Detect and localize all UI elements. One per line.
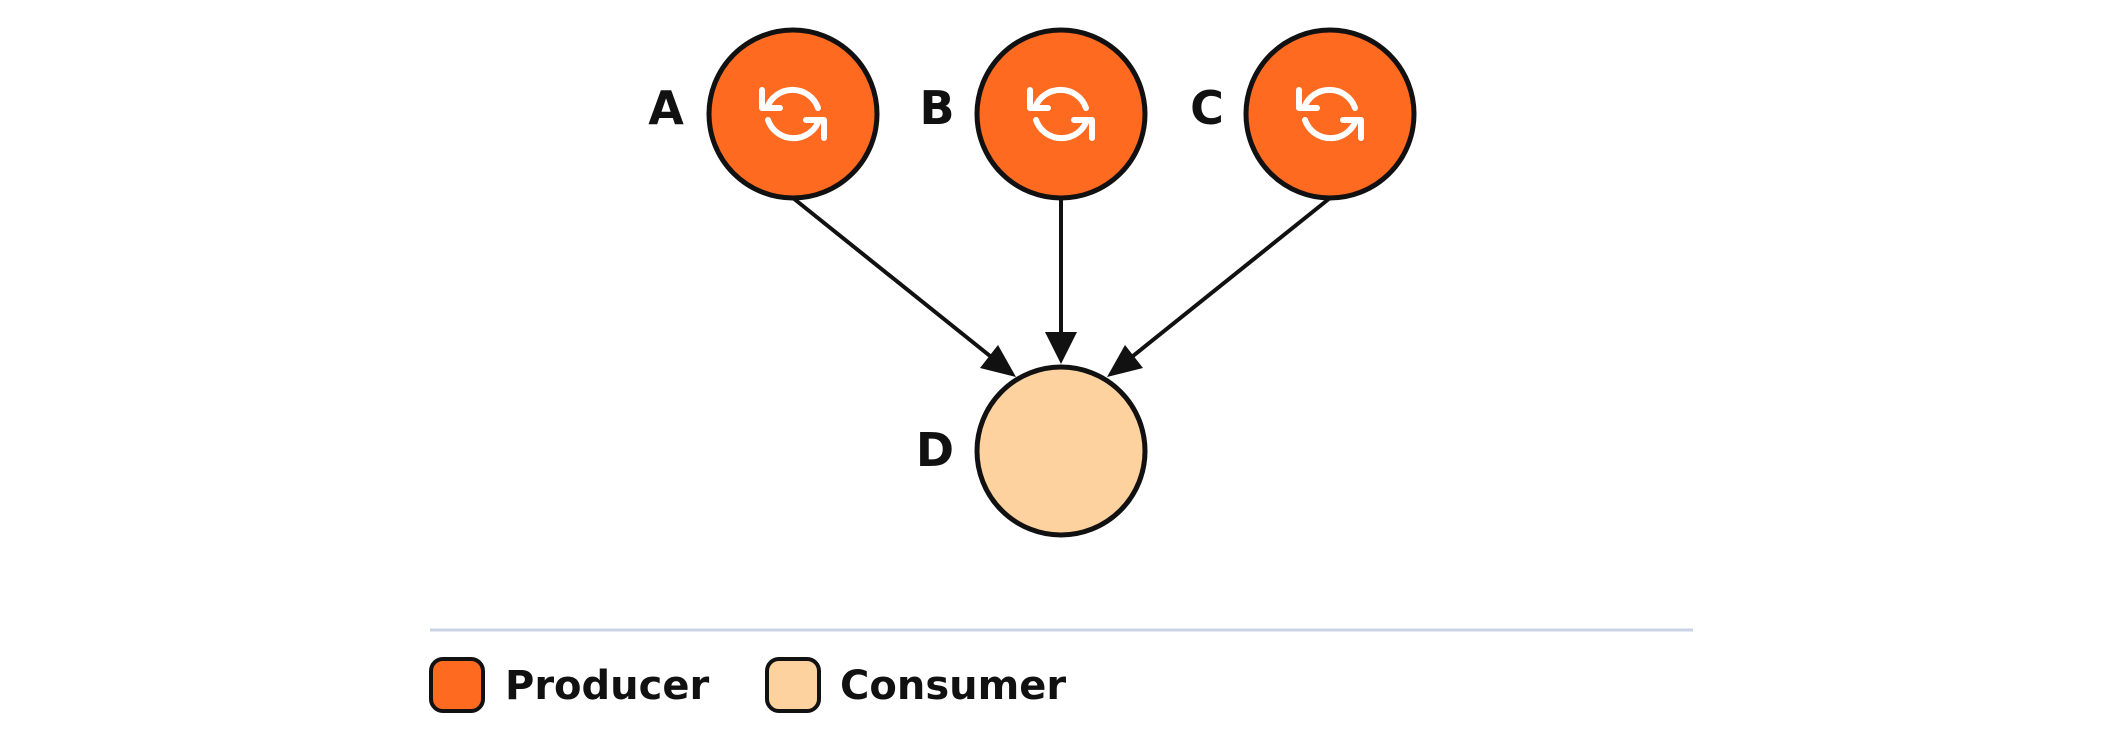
legend-swatch-consumer (765, 657, 821, 713)
node-d-circle[interactable] (974, 364, 1148, 538)
node-c[interactable]: C (1190, 27, 1417, 201)
node-a-circle[interactable] (706, 27, 880, 201)
node-c-label: C (1190, 81, 1224, 135)
edge-c-to-d (1116, 196, 1332, 370)
edge-b-to-d-arrowhead (1045, 332, 1077, 364)
node-a[interactable]: A (648, 27, 880, 201)
node-d-label: D (916, 423, 954, 477)
node-b-circle[interactable] (974, 27, 1148, 201)
edge-c-to-d-arrowhead (1107, 345, 1143, 377)
node-b[interactable]: B (919, 27, 1148, 201)
edges (791, 196, 1332, 377)
refresh-icon (759, 86, 827, 142)
node-a-label: A (648, 81, 684, 135)
legend: Producer Consumer (429, 657, 1066, 713)
node-c-circle[interactable] (1243, 27, 1417, 201)
legend-swatch-producer (429, 657, 485, 713)
legend-label-producer: Producer (505, 663, 709, 709)
node-b-label: B (919, 81, 954, 135)
node-d[interactable]: D (916, 364, 1148, 538)
refresh-icon (1296, 86, 1364, 142)
legend-label-consumer: Consumer (840, 663, 1066, 709)
refresh-icon (1027, 86, 1095, 142)
edge-a-to-d-arrowhead (980, 345, 1016, 377)
edge-a-to-d (791, 196, 1007, 370)
